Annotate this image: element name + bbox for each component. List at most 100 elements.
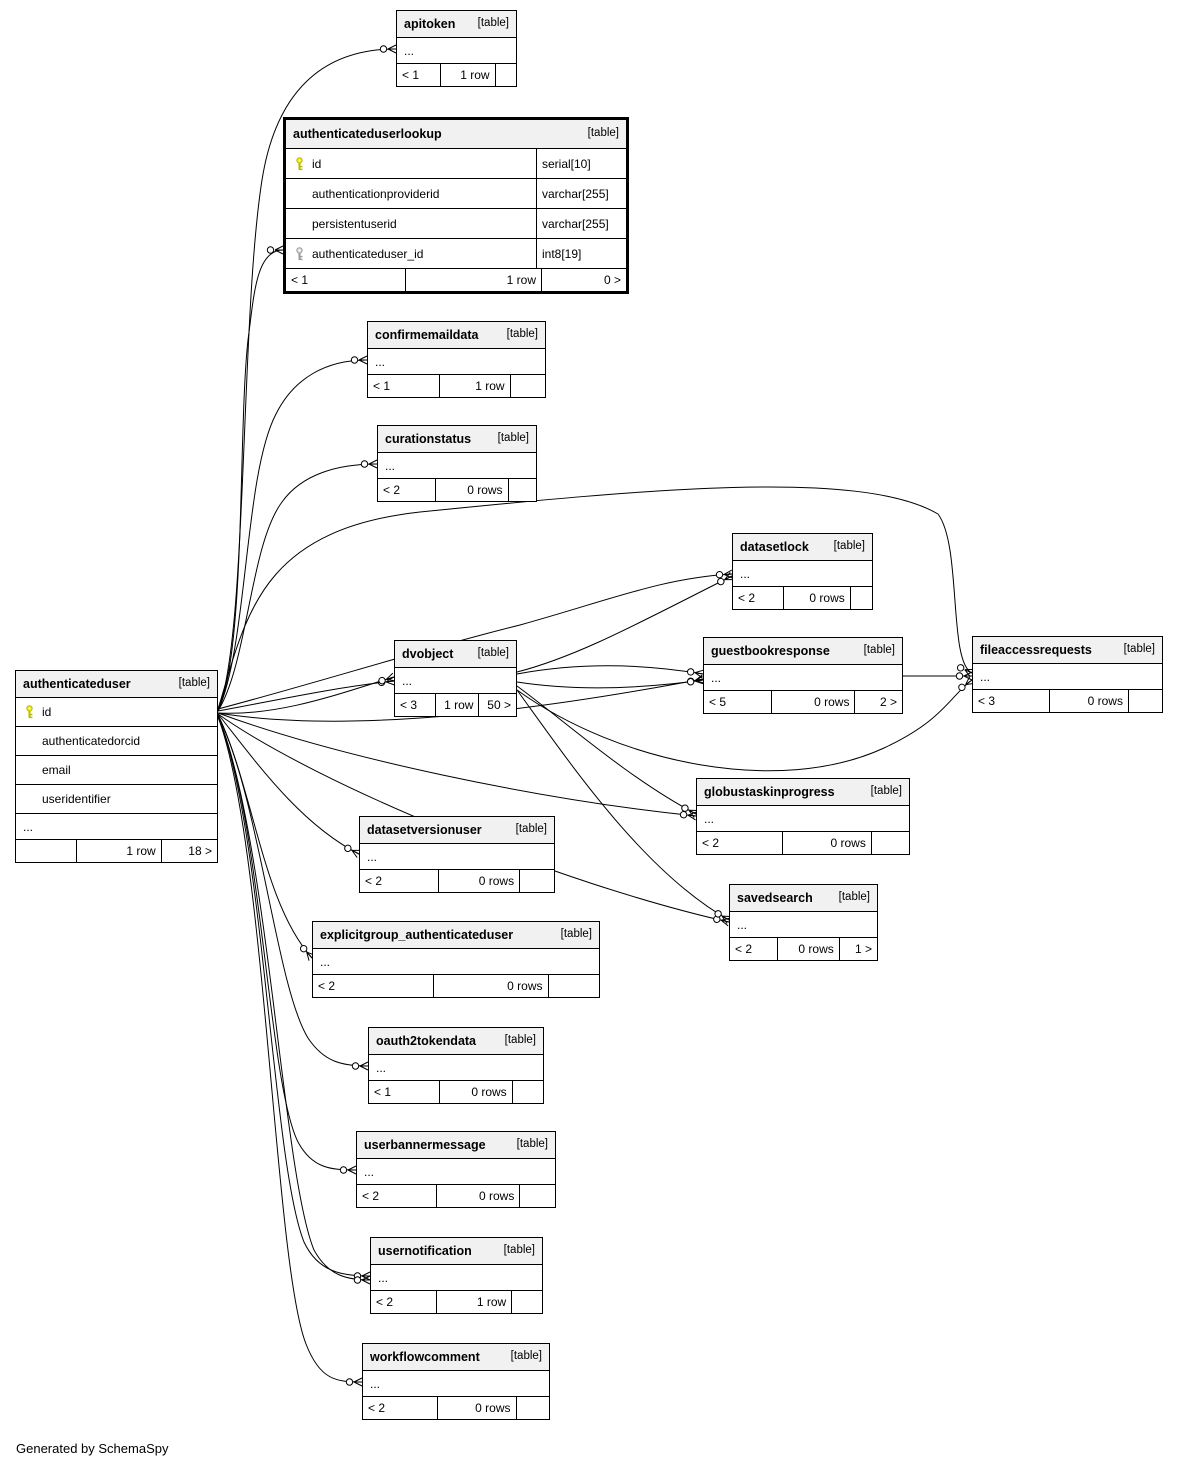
- table-type-badge: [table]: [587, 127, 619, 140]
- table-type-badge: [table]: [870, 785, 902, 798]
- columns-ellipsis: ...: [363, 1371, 549, 1397]
- footer-children-count: 50 >: [478, 694, 516, 716]
- edge-authenticateduser-to-apitoken: [217, 44, 397, 712]
- footer-children-count: [870, 832, 909, 854]
- table-header: guestbookresponse[table]: [704, 638, 902, 665]
- footer-parents-count: < 2: [376, 1295, 394, 1309]
- columns-ellipsis: ...: [371, 1265, 542, 1291]
- table-name: guestbookresponse: [711, 643, 830, 658]
- edge-dvobject-to-guestbookresponse: [516, 665, 704, 679]
- columns-ellipsis: ...: [733, 561, 872, 587]
- table-name: confirmemaildata: [375, 327, 479, 342]
- footer-rows-count: 1 row: [405, 269, 541, 291]
- footer-children-count: 2 >: [854, 691, 902, 713]
- edge-authenticateduser-to-curationstatus: [217, 459, 378, 712]
- table-header: userbannermessage[table]: [357, 1132, 555, 1159]
- column-icon-spacer: [286, 209, 312, 238]
- table-header: workflowcomment[table]: [363, 1344, 549, 1371]
- primary-key-icon: [16, 698, 42, 726]
- columns-ellipsis: ...: [360, 844, 554, 870]
- footer-parents-count: < 2: [702, 836, 720, 850]
- column-type: varchar[255]: [536, 209, 626, 238]
- table-name: apitoken: [404, 16, 456, 31]
- footer-children-count: 0 >: [541, 269, 626, 291]
- table-type-badge: [table]: [503, 1244, 535, 1257]
- footer-children-count: 18 >: [160, 840, 217, 862]
- footer-rows-count: 0 rows: [781, 832, 871, 854]
- footer-parents-count: < 2: [735, 942, 753, 956]
- table-footer: < 1 0 rows: [369, 1081, 543, 1103]
- footer-rows-count: 0 rows: [1048, 690, 1128, 712]
- edge-authenticateduser-to-workflowcomment: [217, 716, 363, 1387]
- footer-rows-count: 0 rows: [434, 479, 508, 501]
- footer-rows-count: 1 row: [434, 694, 479, 716]
- footer-rows-count: 0 rows: [436, 1185, 519, 1207]
- column-name: authenticationproviderid: [312, 186, 440, 201]
- table-header: confirmemaildata[table]: [368, 322, 545, 349]
- table-usernotification[interactable]: usernotification[table]... < 2 1 row: [370, 1237, 543, 1314]
- columns-ellipsis: ...: [704, 665, 902, 691]
- table-explicitgroup_authenticateduser[interactable]: explicitgroup_authenticateduser[table]..…: [312, 921, 600, 998]
- table-header: usernotification[table]: [371, 1238, 542, 1265]
- footer-parents-count: < 1: [374, 1085, 392, 1099]
- footer-children-count: [849, 587, 872, 609]
- columns-ellipsis: ...: [16, 814, 217, 840]
- table-header: dvobject[table]: [395, 641, 516, 668]
- footer-rows-count: 1 row: [435, 1291, 511, 1313]
- footer-rows-count: 0 rows: [783, 587, 850, 609]
- table-type-badge: [table]: [497, 432, 529, 445]
- table-header: globustaskinprogress[table]: [697, 779, 909, 806]
- table-type-badge: [table]: [515, 823, 547, 836]
- columns-ellipsis: ...: [313, 949, 599, 975]
- column-row: useridentifier: [16, 785, 217, 814]
- footer-parents-count: < 2: [318, 979, 336, 993]
- table-name: oauth2tokendata: [376, 1033, 477, 1048]
- table-name: fileaccessrequests: [980, 642, 1092, 657]
- column-icon-spacer: [286, 179, 312, 208]
- edge-authenticateduser-to-dvobject: [217, 672, 396, 714]
- column-type: int8[19]: [536, 239, 626, 268]
- edge-authenticateduser-to-confirmemaildata: [217, 355, 368, 712]
- footer-parents-count: < 3: [400, 698, 418, 712]
- table-name: workflowcomment: [370, 1349, 480, 1364]
- footer-parents-count: < 3: [978, 694, 996, 708]
- table-name: curationstatus: [385, 431, 472, 446]
- footer-children-count: [515, 1397, 549, 1419]
- footer-children-count: 1 >: [838, 938, 877, 960]
- footer-children-count: [509, 375, 545, 397]
- column-row: email: [16, 756, 217, 785]
- columns-ellipsis: ...: [730, 912, 877, 938]
- table-type-badge: [table]: [477, 647, 509, 660]
- column-name: persistentuserid: [312, 216, 397, 231]
- column-name: authenticateduser_id: [312, 246, 424, 261]
- footer-rows-count: 0 rows: [438, 1081, 512, 1103]
- table-name: datasetlock: [740, 539, 809, 554]
- table-type-badge: [table]: [560, 928, 592, 941]
- column-type: varchar[255]: [536, 179, 626, 208]
- table-name: authenticateduserlookup: [293, 126, 442, 141]
